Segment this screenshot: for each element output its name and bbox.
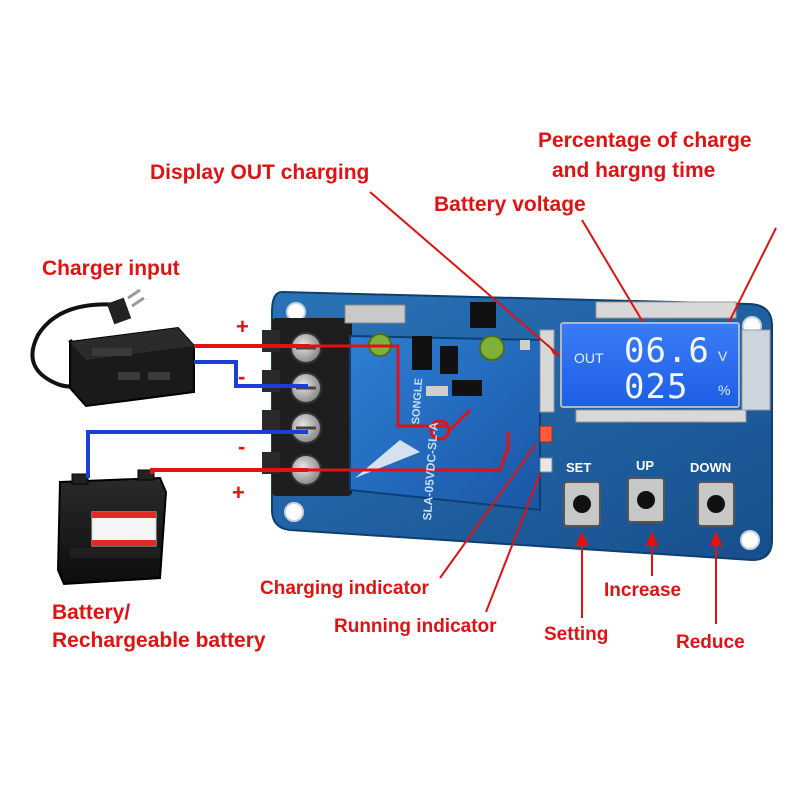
callout-battery-line2: Rechargeable battery bbox=[52, 629, 266, 652]
lcd-display: OUT 06.6 V 025 % bbox=[560, 322, 740, 408]
pointer-battery-voltage bbox=[581, 219, 651, 335]
arrow-setting bbox=[575, 532, 589, 546]
mount-hole-bottom-left bbox=[284, 502, 304, 522]
lcd-header-pins bbox=[539, 301, 771, 423]
callout-increase: Increase bbox=[604, 580, 682, 601]
running-led bbox=[539, 457, 553, 473]
up-button-knob bbox=[637, 491, 655, 509]
polarity-bottom-minus: - bbox=[238, 434, 246, 459]
down-button-label: DOWN bbox=[690, 460, 732, 475]
relay-path-wire bbox=[310, 344, 446, 428]
polarity-top-plus: + bbox=[236, 314, 249, 339]
battery-positive-wire bbox=[150, 468, 308, 474]
lcd-out-label: OUT bbox=[574, 350, 604, 366]
callout-charger-input: Charger input bbox=[42, 257, 180, 280]
callout-setting: Setting bbox=[544, 624, 609, 645]
lcd-voltage-readout: 06.6 bbox=[624, 331, 710, 371]
arrow-increase bbox=[645, 532, 659, 546]
tactile-buttons bbox=[563, 477, 735, 527]
relay-contact-marker bbox=[429, 419, 451, 441]
set-button-label: SET bbox=[566, 460, 592, 475]
polarity-top-minus: - bbox=[238, 364, 246, 389]
callout-reduce: Reduce bbox=[676, 632, 745, 653]
ic-chip bbox=[470, 302, 496, 328]
set-button-knob bbox=[573, 495, 591, 513]
battery bbox=[56, 469, 168, 586]
callout-percentage-line2: and hargng time bbox=[552, 159, 716, 182]
lcd-percent-unit: % bbox=[718, 382, 731, 398]
pointer-charging-indicator bbox=[439, 443, 537, 579]
callout-running-indicator: Running indicator bbox=[334, 616, 497, 637]
charger-negative-wire bbox=[194, 360, 308, 388]
charger-adapter bbox=[30, 288, 195, 408]
callout-percentage-line1: Percentage of charge bbox=[538, 129, 752, 152]
pointer-running-indicator bbox=[485, 473, 541, 613]
up-button-label: UP bbox=[636, 458, 655, 473]
mount-hole-bottom-right bbox=[740, 530, 760, 550]
callout-battery-voltage: Battery voltage bbox=[434, 193, 586, 216]
callout-battery-line1: Battery/ bbox=[52, 601, 131, 624]
arrow-reduce bbox=[709, 532, 723, 546]
charging-led bbox=[539, 425, 553, 443]
transistor bbox=[412, 336, 432, 370]
callout-display-out: Display OUT charging bbox=[150, 161, 370, 184]
led-indicators bbox=[539, 425, 553, 473]
callout-charging-indicator: Charging indicator bbox=[260, 578, 429, 599]
lcd-voltage-unit: V bbox=[718, 348, 728, 364]
battery-negative-wire bbox=[86, 430, 308, 478]
down-button-knob bbox=[707, 495, 725, 513]
wiring bbox=[86, 344, 510, 478]
polarity-bottom-plus: + bbox=[232, 480, 245, 505]
pointer-display-out bbox=[369, 191, 561, 357]
lcd-percent-readout: 025 bbox=[624, 367, 689, 407]
